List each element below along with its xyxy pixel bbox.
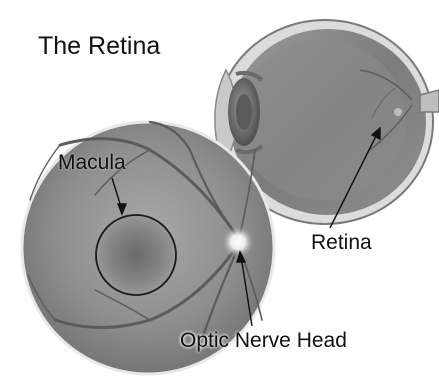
optic-nerve-head-label: Optic Nerve Head [180, 330, 347, 351]
diagram-title: The Retina [38, 34, 160, 59]
retina-label: Retina [311, 232, 372, 253]
macula-label: Macula [58, 152, 126, 173]
